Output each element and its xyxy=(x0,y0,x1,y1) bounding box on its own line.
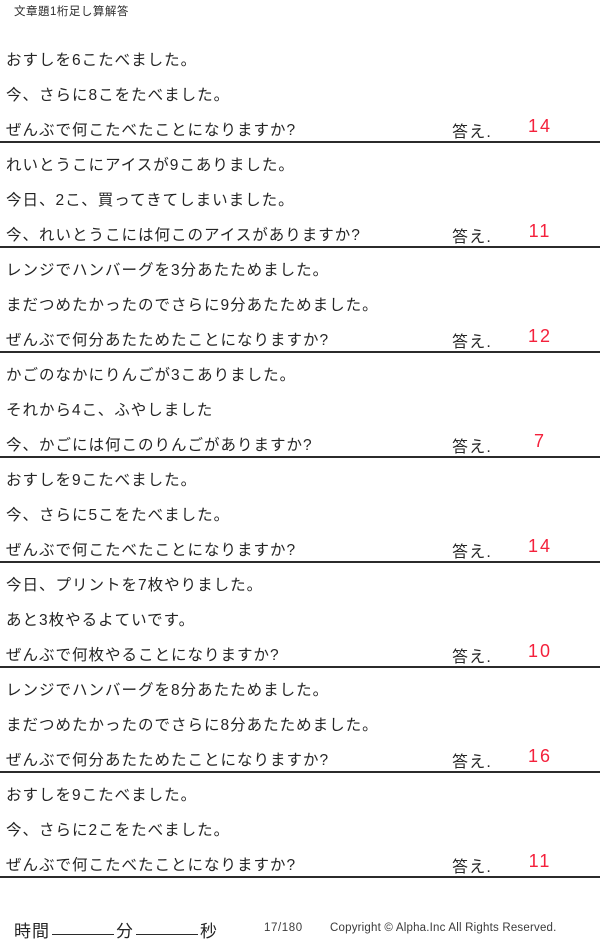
problem-line-2: まだつめたかったのでさらに8分あたためました。 xyxy=(6,717,379,734)
time-label: 時間 xyxy=(14,922,50,941)
problem-line-1: レンジでハンバーグを3分あたためました。 xyxy=(6,262,330,279)
problem-question: ぜんぶで何こたべたことになりますか? xyxy=(6,122,297,139)
answer-label: 答え. xyxy=(452,754,493,771)
answer-label: 答え. xyxy=(452,439,493,456)
page-footer: 時間 分 秒 17/180 Copyright © Alpha.Inc All Ri… xyxy=(0,915,600,949)
answer-label: 答え. xyxy=(452,229,493,246)
answer-value: 11 xyxy=(528,221,552,241)
problem-line-1: おすしを9こたべました。 xyxy=(6,472,198,489)
problem-question: 今、かごには何このりんごがありますか? xyxy=(6,437,313,454)
answer-value: 10 xyxy=(527,641,553,661)
page-title: 文章題1桁足し算解答 xyxy=(14,6,129,18)
page-number: 17/180 xyxy=(264,922,303,934)
problem-question: ぜんぶで何分あたためたことになりますか? xyxy=(6,752,330,769)
problem-list: おすしを6こたべました。 今、さらに8こをたべました。 ぜんぶで何こたべたことに… xyxy=(0,38,600,878)
problem-line-2: 今、さらに5こをたべました。 xyxy=(6,507,231,524)
problem-question: ぜんぶで何こたべたことになりますか? xyxy=(6,857,297,874)
answer-value: 14 xyxy=(527,536,553,556)
problem-line-1: かごのなかにりんごが3こありました。 xyxy=(6,367,297,384)
answer-value: 7 xyxy=(533,431,546,451)
problem-line-1: レンジでハンバーグを8分あたためました。 xyxy=(6,682,330,699)
seconds-blank[interactable] xyxy=(136,934,198,935)
problem-line-2: 今日、2こ、買ってきてしまいました。 xyxy=(6,192,295,209)
problem-row: おすしを9こたべました。 今、さらに5こをたべました。 ぜんぶで何こたべたことに… xyxy=(0,458,600,563)
problem-row: おすしを9こたべました。 今、さらに2こをたべました。 ぜんぶで何こたべたことに… xyxy=(0,773,600,878)
second-label: 秒 xyxy=(200,922,218,941)
problem-line-2: あと3枚やるよていです。 xyxy=(6,612,196,629)
answer-label: 答え. xyxy=(452,649,493,666)
problem-line-2: 今、さらに8こをたべました。 xyxy=(6,87,231,104)
minute-label: 分 xyxy=(116,922,134,941)
answer-value: 11 xyxy=(528,851,552,871)
problem-row: れいとうこにアイスが9こありました。 今日、2こ、買ってきてしまいました。 今、… xyxy=(0,143,600,248)
problem-row: 今日、プリントを7枚やりました。 あと3枚やるよていです。 ぜんぶで何枚やること… xyxy=(0,563,600,668)
problem-line-2: 今、さらに2こをたべました。 xyxy=(6,822,231,839)
answer-label: 答え. xyxy=(452,124,493,141)
minutes-blank[interactable] xyxy=(52,934,114,935)
problem-line-1: 今日、プリントを7枚やりました。 xyxy=(6,577,264,594)
problem-row: かごのなかにりんごが3こありました。 それから4こ、ふやしました 今、かごには何… xyxy=(0,353,600,458)
problem-row: おすしを6こたべました。 今、さらに8こをたべました。 ぜんぶで何こたべたことに… xyxy=(0,38,600,143)
answer-label: 答え. xyxy=(452,859,493,876)
problem-question: ぜんぶで何枚やることになりますか? xyxy=(6,647,280,664)
problem-line-2: まだつめたかったのでさらに9分あたためました。 xyxy=(6,297,379,314)
problem-question: ぜんぶで何分あたためたことになりますか? xyxy=(6,332,330,349)
answer-value: 12 xyxy=(527,326,553,346)
answer-value: 16 xyxy=(527,746,553,766)
time-record-field: 時間 分 秒 xyxy=(14,917,218,942)
problem-row: レンジでハンバーグを8分あたためました。 まだつめたかったのでさらに8分あたため… xyxy=(0,668,600,773)
answer-label: 答え. xyxy=(452,544,493,561)
problem-question: ぜんぶで何こたべたことになりますか? xyxy=(6,542,297,559)
problem-line-2: それから4こ、ふやしました xyxy=(6,402,214,419)
problem-question: 今、れいとうこには何このアイスがありますか? xyxy=(6,227,361,244)
problem-line-1: おすしを6こたべました。 xyxy=(6,52,198,69)
problem-line-1: れいとうこにアイスが9こありました。 xyxy=(6,157,295,174)
copyright-notice: Copyright © Alpha.Inc All Rights Reserve… xyxy=(330,922,557,934)
answer-label: 答え. xyxy=(452,334,493,351)
answer-value: 14 xyxy=(527,116,553,136)
problem-line-1: おすしを9こたべました。 xyxy=(6,787,198,804)
problem-row: レンジでハンバーグを3分あたためました。 まだつめたかったのでさらに9分あたため… xyxy=(0,248,600,353)
